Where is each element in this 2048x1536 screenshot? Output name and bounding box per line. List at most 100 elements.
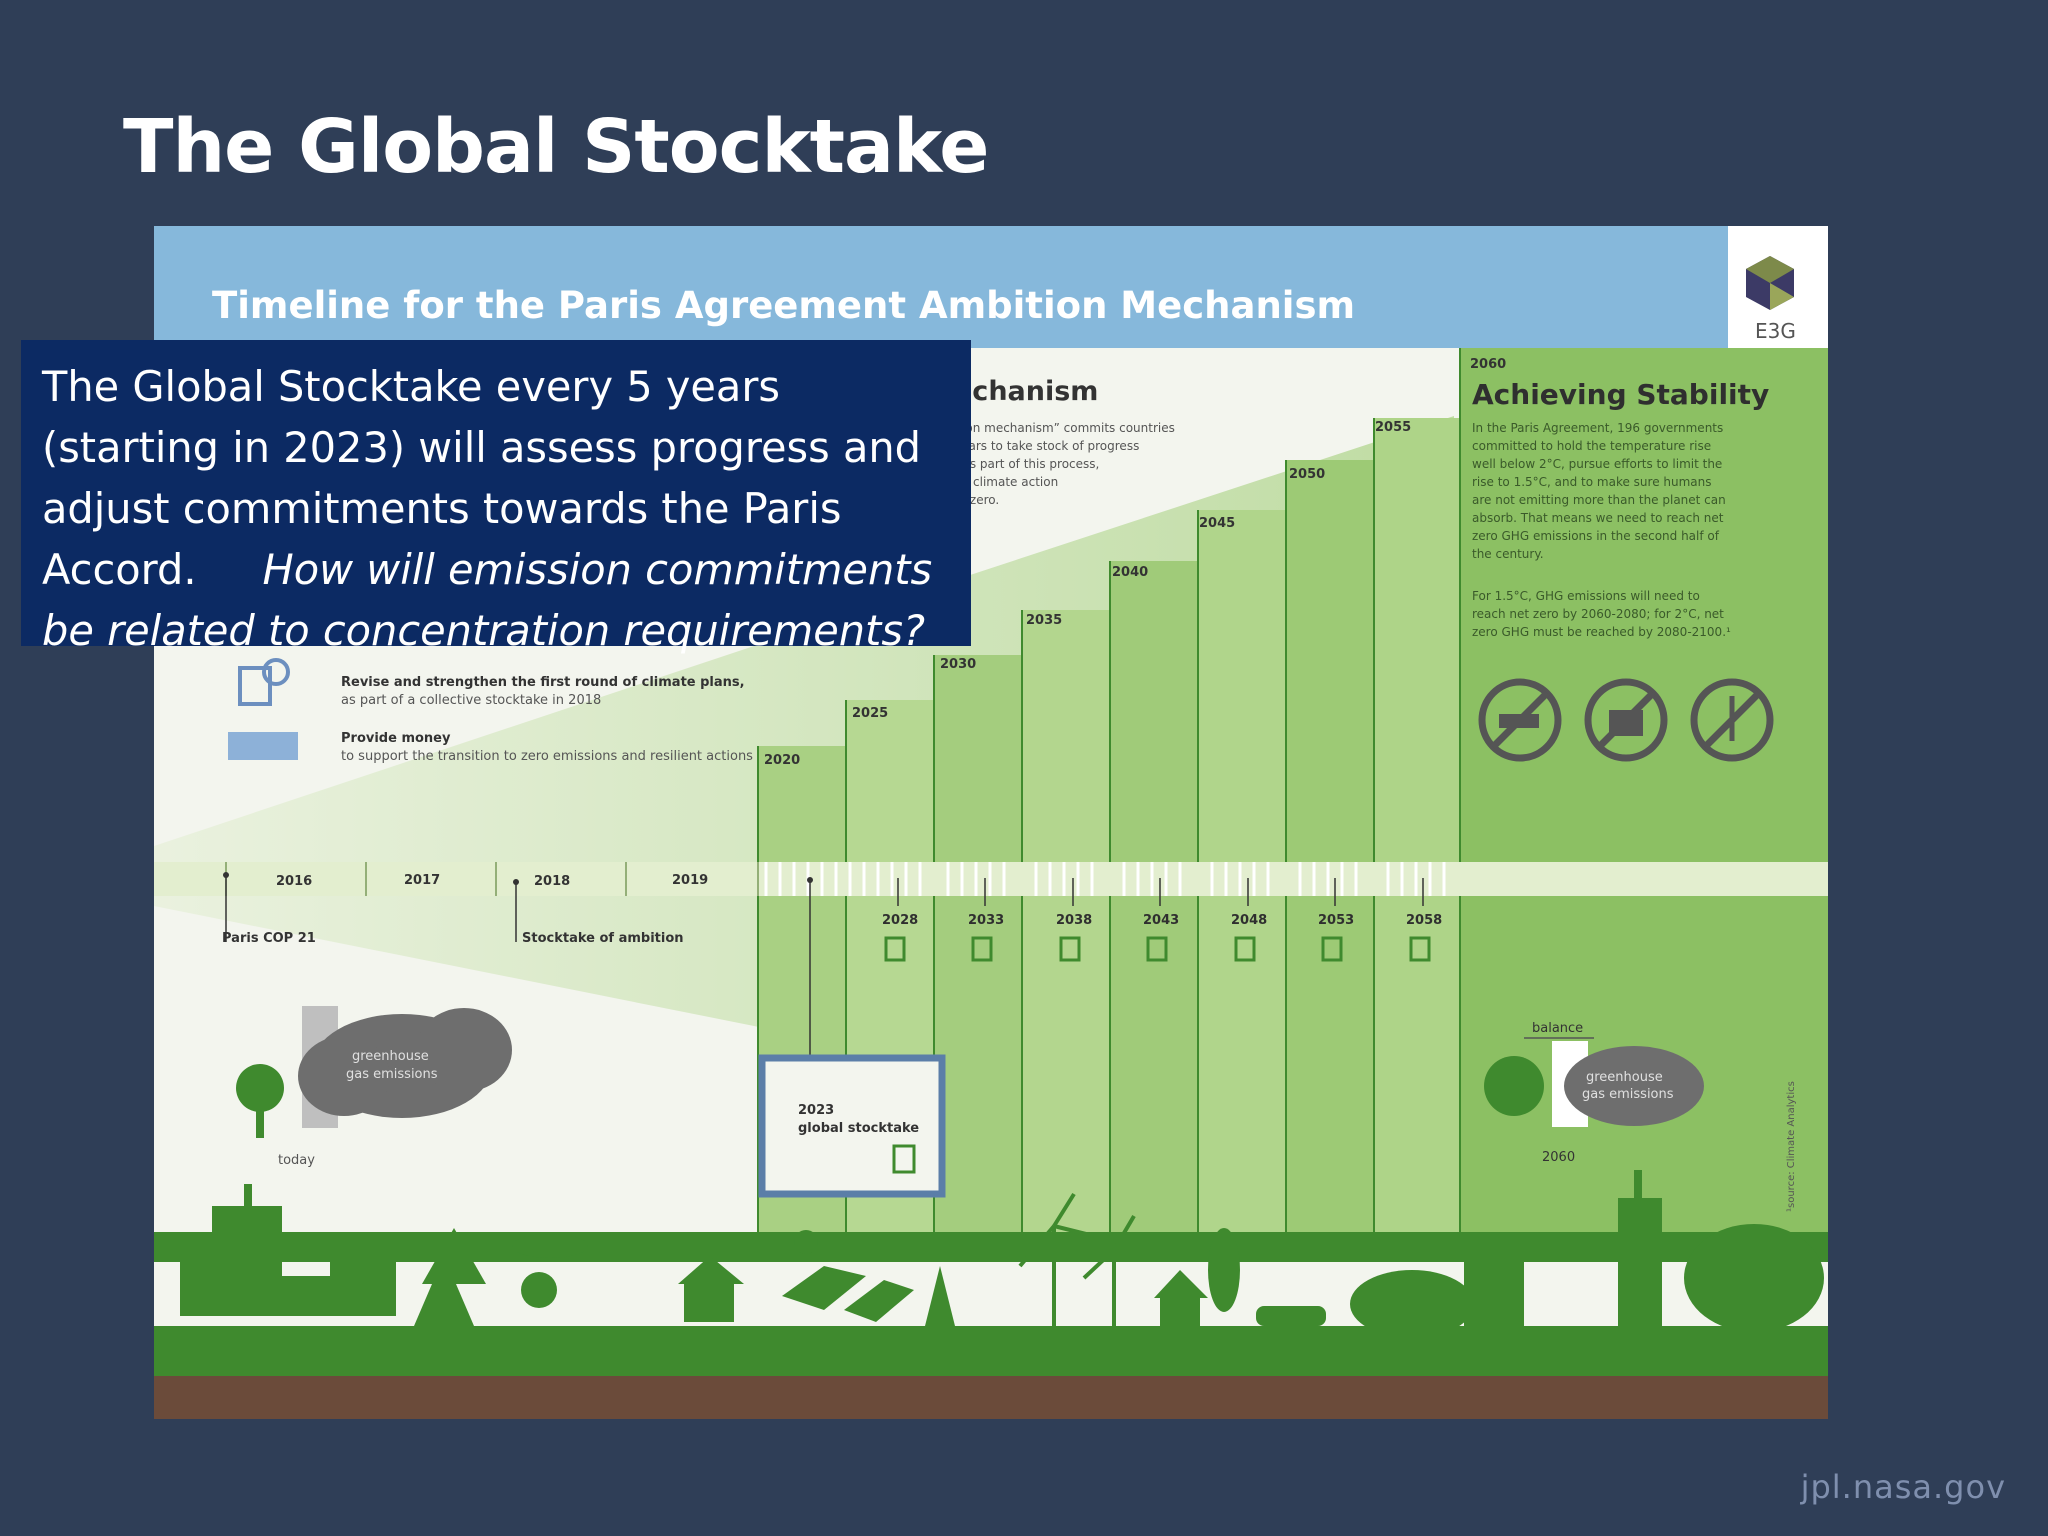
stocktake-2023-year: 2023 [798,1103,834,1118]
cloud-label: greenhouse [352,1049,429,1064]
globe-icon [262,658,290,686]
document-icon [238,666,272,706]
paris-agreement-infographic: Timeline for the Paris Agreement Ambitio… [154,226,1828,1419]
tree-icon [236,1064,284,1138]
tree-icon [924,1266,956,1330]
money-icon [228,732,298,760]
stability-line: absorb. That means we need to reach net [1472,511,1724,525]
document-icon [892,1144,916,1174]
step-year: 2020 [764,753,800,768]
source-note: ¹source: Climate Analytics [1786,1081,1797,1212]
stability-line: zero GHG must be reached by 2080-2100.¹ [1472,625,1731,639]
step-year: 2025 [852,706,888,721]
building-icon [1618,1198,1662,1328]
tree-icon [1350,1270,1474,1338]
cloud-label: gas emissions [1582,1087,1674,1102]
step-year: 2050 [1289,467,1325,482]
document-icon [884,936,906,962]
stocktake-year: 2043 [1143,913,1179,928]
mechanism-line: ition mechanism” commits countries [954,421,1175,435]
stability-line: For 1.5°C, GHG emissions will need to [1472,589,1700,603]
paris-cop-label: Paris COP 21 [222,931,316,946]
solar-panel-icon [782,1266,914,1322]
car-icon [1256,1306,1326,1326]
logo-text: E3G [1755,319,1796,343]
timeline-year: 2017 [404,873,440,888]
explanation-question: How will emission commitments be related… [42,545,933,655]
document-icon [1321,936,1343,962]
stability-line: committed to hold the temperature rise [1472,439,1711,453]
step-year: 2030 [940,657,976,672]
tree-icon [422,1228,486,1284]
balance-label: balance [1532,1021,1583,1036]
mechanism-heading: echanism [954,376,1098,407]
stocktake-year: 2033 [968,913,1004,928]
sun-icon [521,1272,557,1308]
building-icon [1464,1238,1524,1328]
step-year: 2035 [1026,613,1062,628]
stocktake-2023-label: global stocktake [798,1121,919,1136]
slide-title: The Global Stocktake [123,104,989,190]
stocktake-year: 2048 [1231,913,1267,928]
today-label: today [278,1153,315,1168]
building-icon [180,1246,218,1316]
stocktake-explanation-box: The Global Stocktake every 5 years (star… [21,340,971,655]
tree-icon [414,1256,474,1326]
actions-list: Revise and strengthen the first round of… [228,658,753,764]
timeline-year-labels: 2016 2017 2018 2019 [276,873,708,889]
document-icon [1234,936,1256,962]
mechanism-line: up climate action [954,475,1058,489]
step-year: 2045 [1199,516,1235,531]
no-thermometer-icon [1690,678,1774,762]
house-icon [684,1282,734,1322]
timeline-year: 2016 [276,874,312,889]
balance-cluster: balance greenhouse gas emissions 2060 ¹s… [1484,1021,1797,1212]
tree-icon [1208,1228,1240,1312]
e3g-logo: E3G [1728,226,1828,348]
document-icon [1409,936,1431,962]
cloud-label: gas emissions [346,1067,438,1082]
stability-panel: Achieving Stability In the Paris Agreeme… [1472,378,1774,762]
action-rest: as part of a collective stocktake in 201… [341,693,601,708]
stability-line: zero GHG emissions in the second half of [1472,529,1720,543]
stocktake-year: 2053 [1318,913,1354,928]
stability-line: reach net zero by 2060-2080; for 2°C, ne… [1472,607,1724,621]
stocktake-year: 2058 [1406,913,1442,928]
stocktake-ambition-label: Stocktake of ambition [522,931,684,946]
stocktake-year: 2038 [1056,913,1092,928]
document-icon [1146,936,1168,962]
document-icon [971,936,993,962]
timeline-year: 2019 [672,873,708,888]
stocktake-year: 2028 [882,913,918,928]
building-icon [330,1258,396,1316]
footer-url: jpl.nasa.gov [1800,1468,2006,1506]
global-stocktake-2023-highlight: 2023 global stocktake [758,1054,946,1198]
stability-line: rise to 1.5°C, and to make sure humans [1472,475,1712,489]
building-icon [212,1206,282,1316]
no-car-icon [1478,678,1562,762]
no-factory-icon [1584,678,1668,762]
mechanism-line: . As part of this process, [954,457,1099,471]
stability-line: well below 2°C, pursue efforts to limit … [1472,457,1722,471]
cloud-label: greenhouse [1586,1070,1663,1085]
action-bold: Revise and strengthen the first round of… [341,675,745,690]
year-2060-label: 2060 [1542,1150,1575,1165]
step-year: 2055 [1375,420,1411,435]
explanation-text: The Global Stocktake every 5 years (star… [42,362,922,594]
building-icon [282,1276,334,1316]
emissions-cloud-left: greenhouse gas emissions [298,1006,512,1128]
stocktake-ambition-marker: Stocktake of ambition [513,879,684,946]
timeline-year: 2018 [534,874,570,889]
step-year-labels: 2020 2025 2030 2035 2040 2045 2050 2055 … [764,357,1506,768]
wind-turbine-icon [1018,1192,1136,1330]
step-year: 2040 [1112,565,1148,580]
action-bold: Provide money [341,731,451,746]
timeline-ticks [764,862,1446,896]
stocktake-year-markers: 2028 2033 2038 2043 2048 2053 2058 [882,878,1442,962]
mechanism-line: years to take stock of progress [954,439,1139,453]
action-rest: to support the transition to zero emissi… [341,749,753,764]
landscape-silhouettes [154,1170,1828,1338]
infographic-header-title: Timeline for the Paris Agreement Ambitio… [212,284,1355,327]
document-icon [1059,936,1081,962]
step-year: 2060 [1470,357,1506,372]
